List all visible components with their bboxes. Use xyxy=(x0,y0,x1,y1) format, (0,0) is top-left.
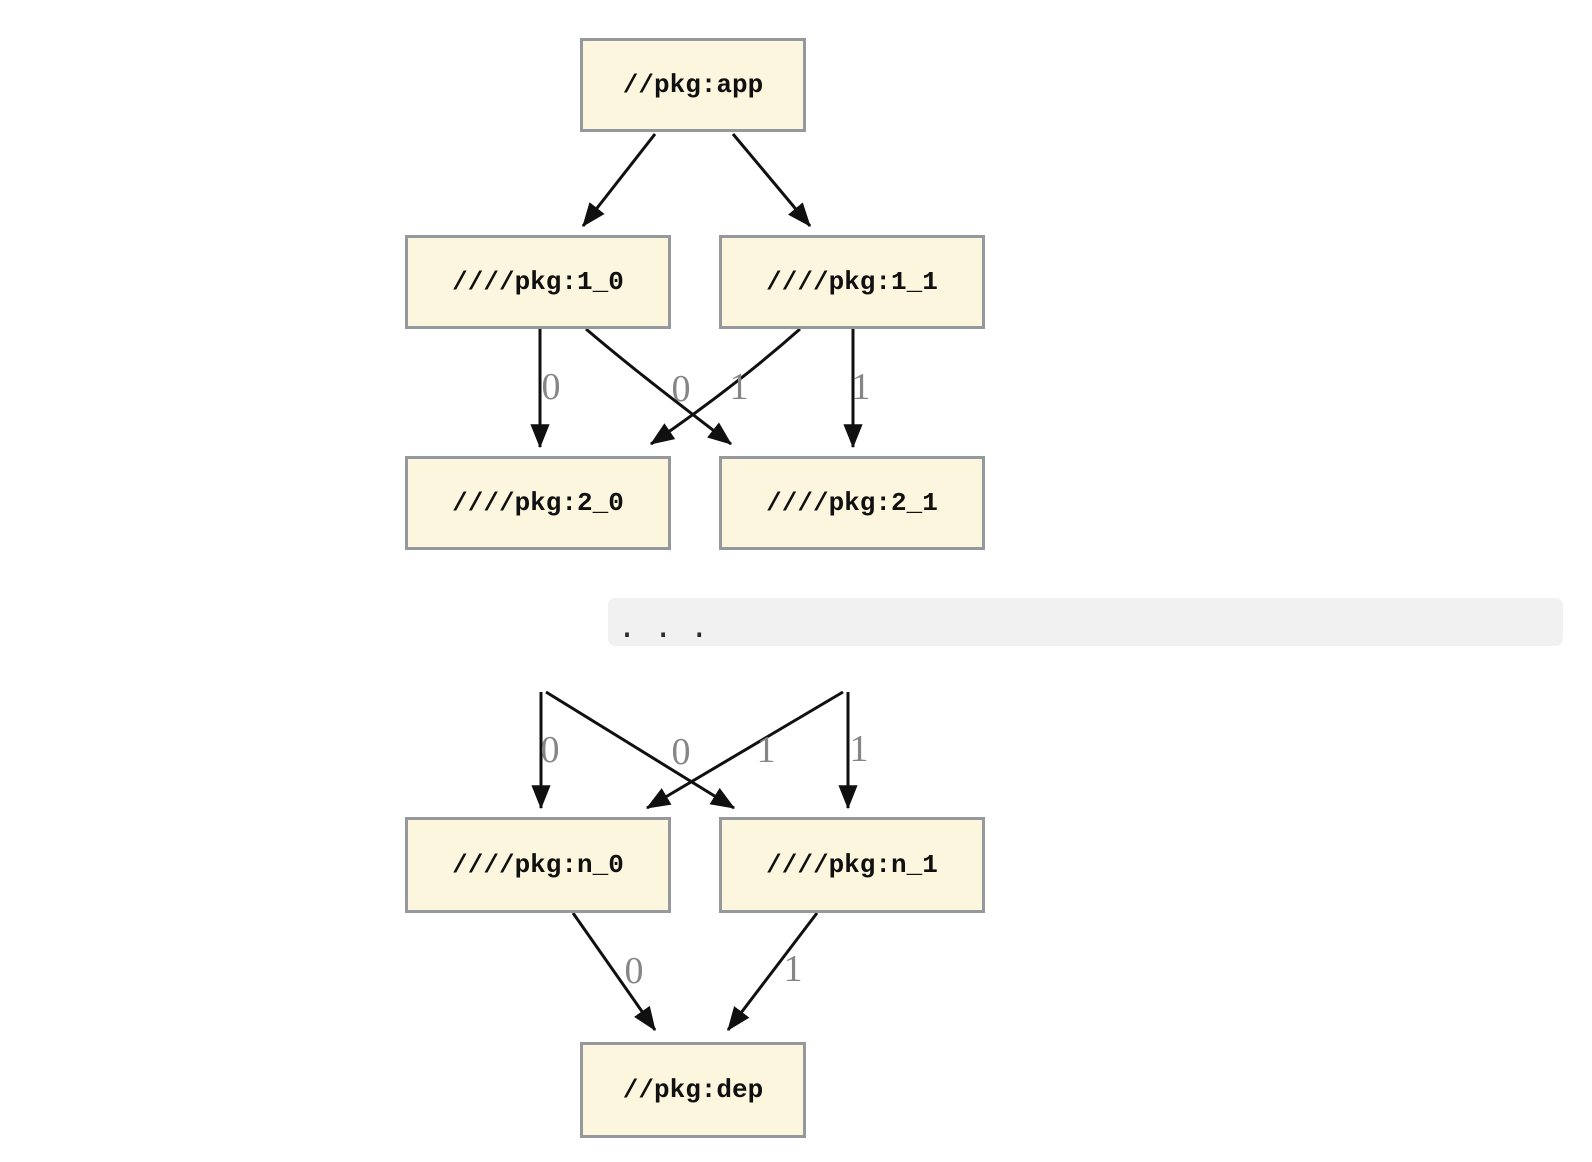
node-pkg-n_1: ////pkg:n_1 xyxy=(719,817,985,913)
edge-label-1_0-to-2_1: 1 xyxy=(729,366,749,409)
edge-dots-to-n_1-cross xyxy=(545,690,736,810)
node-pkg-1_1: ////pkg:1_1 xyxy=(719,235,985,329)
ellipsis-bar: . . . xyxy=(608,598,1563,646)
node-pkg-app-label: //pkg:app xyxy=(622,70,764,100)
node-pkg-n_1-label: ////pkg:n_1 xyxy=(766,850,938,880)
edge-label-1_0-to-2_0: 0 xyxy=(541,366,561,409)
edge-label-dots-to-n_1-straight: 1 xyxy=(849,728,869,771)
edge-label-n_0-to-dep: 0 xyxy=(624,950,644,993)
node-pkg-2_0-label: ////pkg:2_0 xyxy=(452,488,624,518)
node-pkg-n_0-label: ////pkg:n_0 xyxy=(452,850,624,880)
node-pkg-2_1-label: ////pkg:2_1 xyxy=(766,488,938,518)
edge-1_1-to-2_0 xyxy=(650,327,801,446)
edge-label-1_1-to-2_1: 1 xyxy=(851,366,871,409)
edge-dots-to-n_0-cross xyxy=(645,690,844,810)
node-pkg-n_0: ////pkg:n_0 xyxy=(405,817,671,913)
node-pkg-2_1: ////pkg:2_1 xyxy=(719,456,985,550)
edge-label-dots-to-n_0-cross: 0 xyxy=(671,731,691,774)
edge-label-1_1-to-2_0: 0 xyxy=(671,368,691,411)
edge-1_0-to-2_1 xyxy=(585,327,732,446)
node-pkg-dep: //pkg:dep xyxy=(580,1042,806,1138)
node-pkg-1_0-label: ////pkg:1_0 xyxy=(452,267,624,297)
ellipsis-dots: . . . xyxy=(618,609,709,645)
node-pkg-app: //pkg:app xyxy=(580,38,806,132)
node-pkg-1_1-label: ////pkg:1_1 xyxy=(766,267,938,297)
edge-label-dots-to-n_1-cross: 1 xyxy=(756,729,776,772)
edge-label-dots-to-n_0-straight: 0 xyxy=(540,729,560,772)
edge-app-to-1_1 xyxy=(731,133,812,227)
node-pkg-1_0: ////pkg:1_0 xyxy=(405,235,671,329)
edge-label-n_1-to-dep: 1 xyxy=(783,948,803,991)
node-pkg-dep-label: //pkg:dep xyxy=(622,1075,764,1105)
edge-app-to-1_0 xyxy=(581,133,657,227)
edge-n_0-to-dep xyxy=(571,912,657,1031)
edge-n_1-to-dep xyxy=(726,912,819,1031)
node-pkg-2_0: ////pkg:2_0 xyxy=(405,456,671,550)
